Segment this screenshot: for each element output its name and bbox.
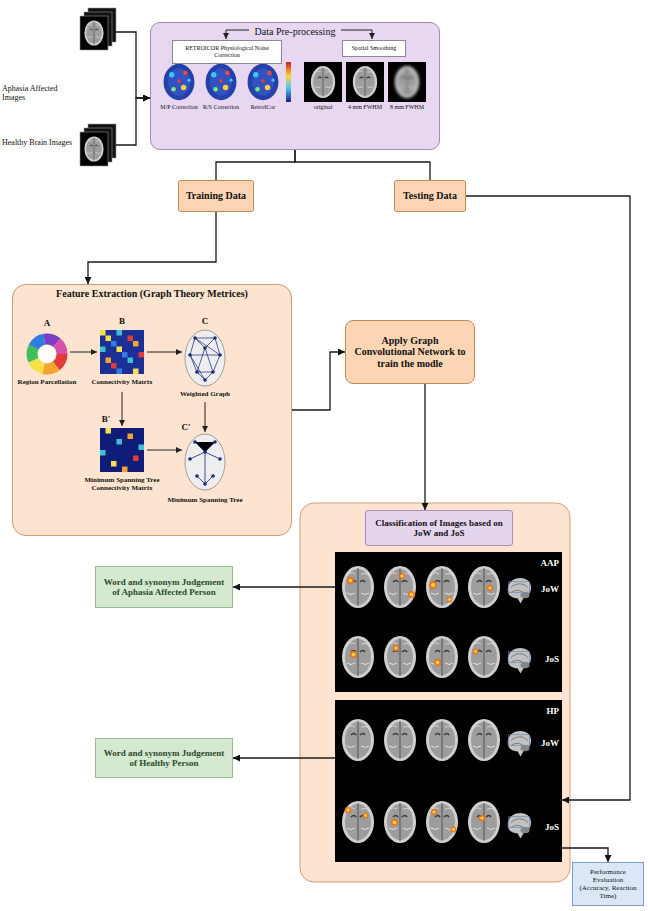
- image-caption: M/P Correction: [159, 104, 199, 111]
- connector: [88, 212, 216, 284]
- method-box: RETROICOR Physiological Noise Correction: [172, 40, 282, 64]
- strip-label: AAP: [541, 558, 560, 568]
- strip-label: JoW: [541, 738, 559, 748]
- panel-fill: [12, 22, 570, 882]
- connectivity-matrix-art: [100, 330, 144, 374]
- image-caption: 4 mm FWHM: [345, 104, 385, 111]
- panel-letter: C: [198, 316, 212, 326]
- strip-label: HP: [547, 706, 560, 716]
- feature-panel: Feature Extraction (Graph Theory Metrice…: [12, 284, 292, 536]
- mst-matrix-art: [100, 428, 144, 472]
- connector: [466, 196, 630, 800]
- connector: [292, 352, 345, 410]
- figure-caption: Connectivity Matrix: [90, 378, 154, 386]
- panel-title: Feature Extraction (Graph Theory Metrice…: [13, 285, 291, 300]
- smoothing-images: [304, 62, 426, 102]
- result-header: Classification of Images based on JoW an…: [365, 510, 513, 546]
- panel-title: Data Pre-processing: [151, 23, 439, 38]
- output-box: Word and synonym Judgement of Aphasia Af…: [95, 566, 233, 608]
- box-text: Testing Data: [403, 190, 457, 202]
- process-box: Testing Data: [394, 180, 466, 212]
- mst-graph-art: [185, 434, 225, 490]
- image-caption: RetroICor: [243, 104, 283, 111]
- strip-label: JoS: [545, 822, 559, 832]
- image-stack-art: [80, 8, 116, 166]
- panel-letter: B: [115, 316, 129, 326]
- connector: [116, 32, 150, 98]
- box-text: Word and synonym Judgement of Healthy Pe…: [100, 748, 228, 769]
- process-box: Apply Graph Convolutional Network to tra…: [345, 320, 475, 384]
- connector: [295, 150, 430, 180]
- image-stack: Aphasia Affected Images: [2, 6, 120, 106]
- process-box: Training Data: [178, 180, 254, 212]
- method-box: Spatial Smoothing: [342, 40, 406, 57]
- aphasia-brain-strip: [335, 552, 562, 692]
- weighted-graph-art: [185, 330, 225, 386]
- panel-letter: A: [40, 318, 54, 328]
- connector: [233, 757, 335, 758]
- strip-label: JoS: [545, 654, 559, 664]
- panel-letter: B': [100, 414, 112, 424]
- connector: [424, 384, 425, 510]
- evaluation-box: Performance Evaluation (Accuracy, Reacti…: [572, 862, 644, 906]
- image-caption: original: [303, 104, 343, 111]
- connector: [116, 98, 150, 145]
- process-panel: Data Pre-processingRETROICOR Physiologic…: [150, 22, 440, 150]
- box-text: RETROICOR Physiological Noise Correction: [177, 45, 277, 59]
- box-text: Apply Graph Convolutional Network to tra…: [350, 335, 470, 370]
- image-caption: 8 mm FWHM: [387, 104, 427, 111]
- brain-strip: HP JoW JoS: [335, 700, 562, 862]
- figure-caption: Region Parcellation: [12, 378, 82, 386]
- strip-label: JoW: [541, 584, 559, 594]
- connector: [233, 586, 335, 587]
- box-text: Performance Evaluation (Accuracy, Reacti…: [577, 868, 639, 900]
- output-box: Word and synonym Judgement of Healthy Pe…: [95, 738, 233, 778]
- connector: [562, 848, 608, 862]
- brain-strip: AAP JoW JoS: [335, 552, 562, 692]
- feature-arrows: [70, 352, 205, 450]
- image-caption: R/S Correction: [201, 104, 241, 111]
- box-text: Spatial Smoothing: [352, 45, 397, 52]
- connector: [216, 150, 295, 180]
- image-stack: Healthy Brain Images: [2, 116, 120, 188]
- box-text: Word and synonym Judgement of Aphasia Af…: [100, 577, 228, 598]
- stack-label: Aphasia Affected Images: [2, 84, 78, 102]
- box-text: Training Data: [186, 190, 246, 202]
- region-parcellation-art: [32, 339, 62, 369]
- box-text: Classification of Images based on JoW an…: [370, 518, 508, 539]
- panel-letter: C': [180, 422, 192, 432]
- healthy-brain-strip: [335, 700, 562, 862]
- figure-caption: Weighted Graph: [173, 390, 237, 398]
- figure-caption: Minimum Spanning Tree Connectivity Matri…: [78, 476, 166, 492]
- figure-caption: Minimum Spanning Tree: [165, 496, 245, 504]
- stack-label: Healthy Brain Images: [2, 138, 78, 147]
- noise-correction-images: [164, 62, 291, 102]
